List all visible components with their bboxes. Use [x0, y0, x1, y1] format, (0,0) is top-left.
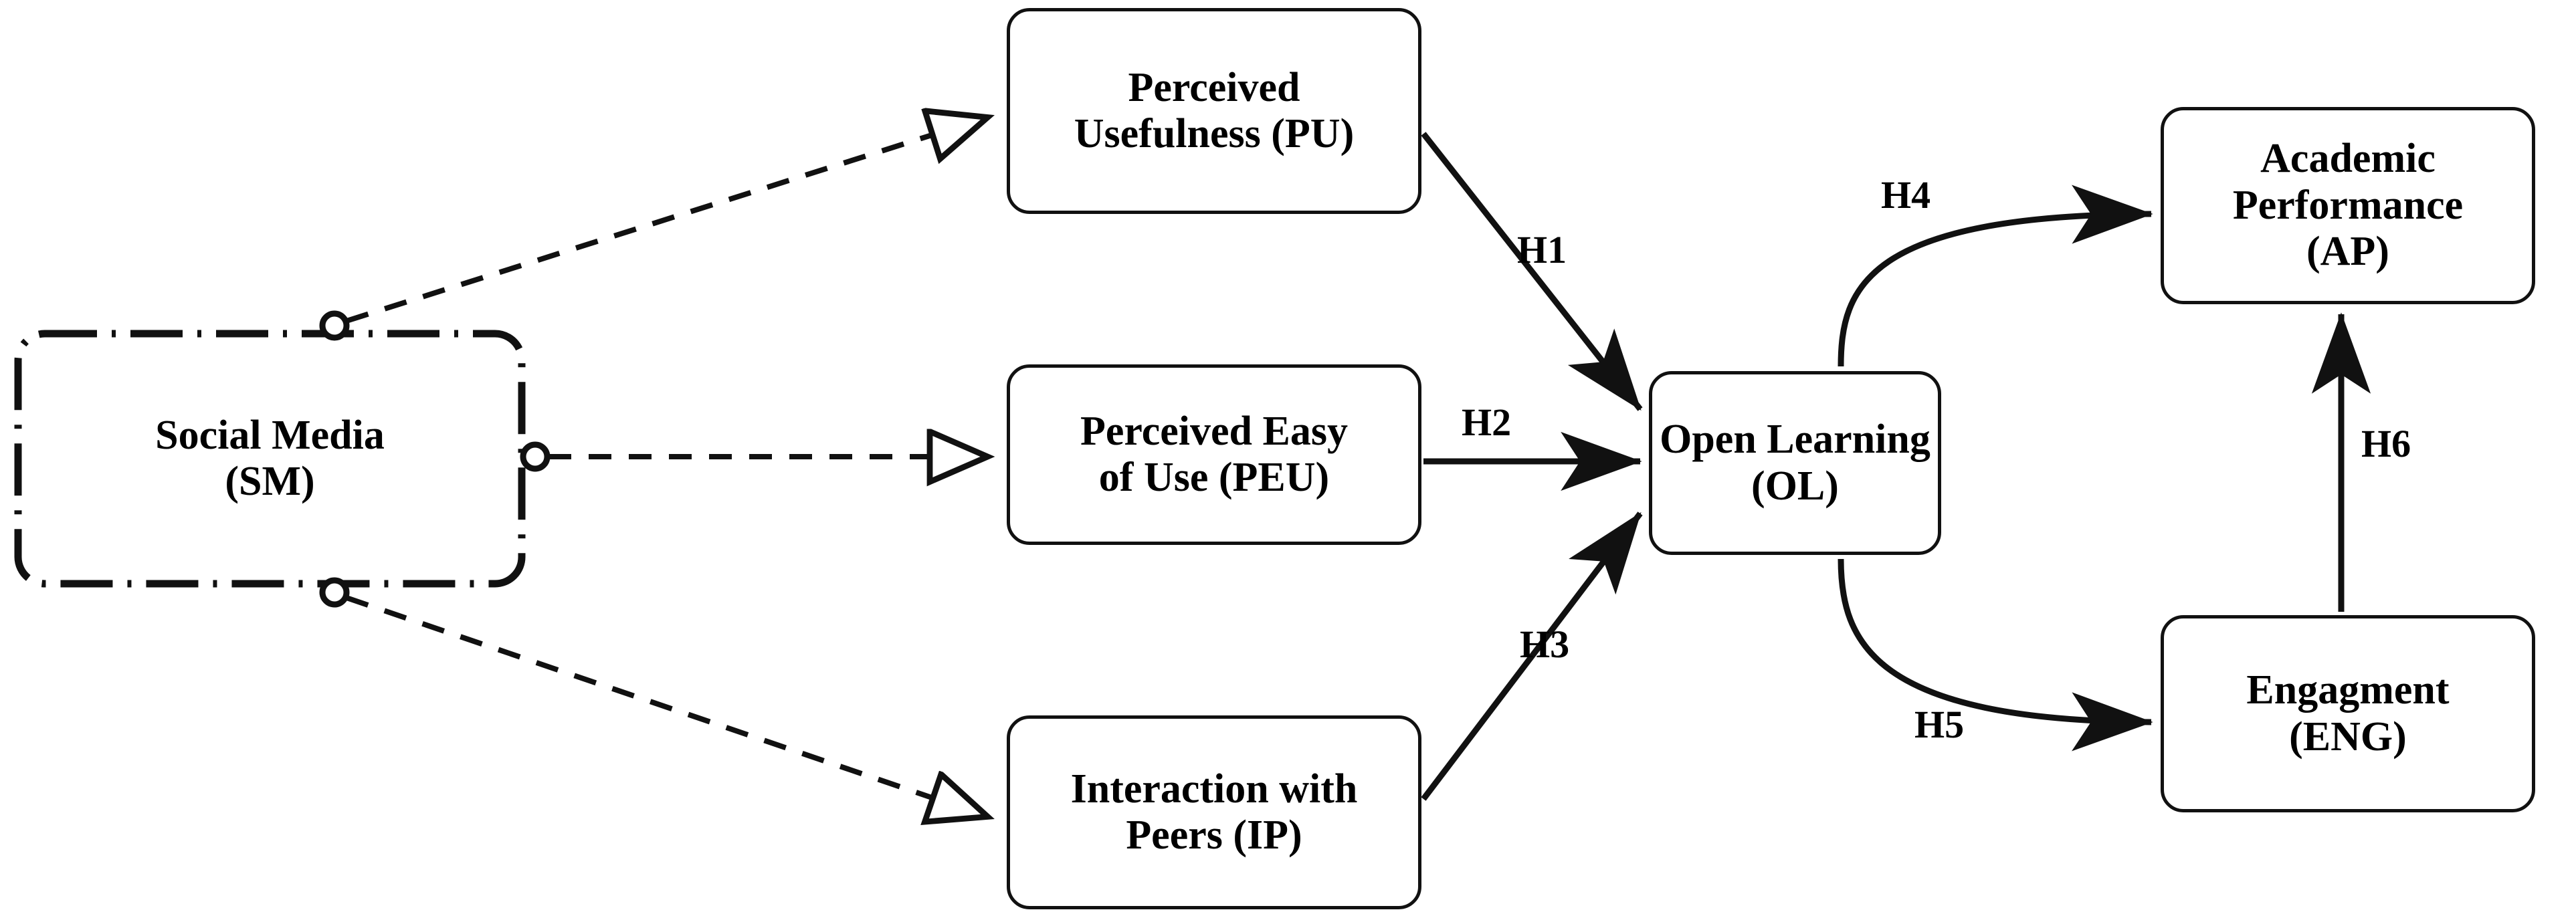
- edge-sm-to-ip: [319, 577, 989, 817]
- socket-circle-peu: [520, 441, 551, 472]
- edge-label-h1: H1: [1517, 228, 1567, 271]
- edge-pu-to-ol: [1421, 132, 1643, 411]
- node-perceived-easy-of-use-label: Perceived Easy of Use (PEU): [1080, 408, 1349, 500]
- node-academic-performance-label: Academic Performance (AP): [2232, 136, 2464, 275]
- node-engagement-label: Engagment (ENG): [2246, 667, 2450, 760]
- edge-label-h5: H5: [1914, 703, 1965, 746]
- socket-circle-ip: [319, 577, 350, 608]
- edge-label-h4: H4: [1881, 173, 1931, 217]
- node-perceived-usefulness[interactable]: Perceived Usefulness (PU): [1007, 8, 1421, 214]
- node-interaction-with-peers[interactable]: Interaction with Peers (IP): [1007, 715, 1421, 909]
- node-open-learning[interactable]: Open Learning (OL): [1649, 371, 1941, 555]
- edge-sm-to-pu: [319, 117, 989, 341]
- node-interaction-with-peers-label: Interaction with Peers (IP): [1070, 766, 1358, 858]
- node-engagement[interactable]: Engagment (ENG): [2161, 615, 2535, 812]
- node-perceived-easy-of-use[interactable]: Perceived Easy of Use (PEU): [1007, 364, 1421, 545]
- edge-label-h2: H2: [1462, 401, 1512, 444]
- socket-circle-pu: [319, 310, 350, 341]
- node-social-media[interactable]: Social Media (SM): [17, 332, 523, 585]
- node-open-learning-label: Open Learning (OL): [1660, 417, 1930, 509]
- edge-ip-to-ol: [1421, 511, 1643, 801]
- edge-ol-to-ap: [1838, 185, 2153, 367]
- edge-sm-to-peu: [520, 441, 989, 472]
- edge-ol-to-eng: [1838, 558, 2153, 752]
- node-social-media-label: Social Media (SM): [155, 412, 385, 504]
- node-perceived-usefulness-label: Perceived Usefulness (PU): [1074, 64, 1355, 156]
- social-media-border: [14, 330, 526, 588]
- edge-label-h6: H6: [2361, 422, 2411, 465]
- node-academic-performance[interactable]: Academic Performance (AP): [2161, 107, 2535, 304]
- edge-label-h3: H3: [1520, 622, 1570, 666]
